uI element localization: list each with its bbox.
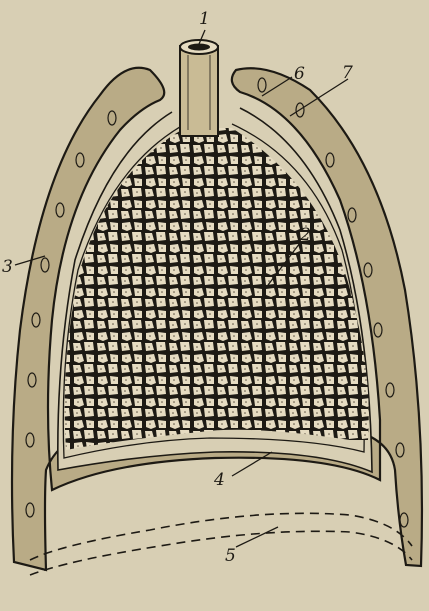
diaphragm-outline [30, 513, 412, 560]
label-2: 2 [299, 225, 311, 245]
trachea [180, 40, 218, 136]
diaphragm-outline-lower [30, 531, 412, 575]
label-1: 1 [199, 9, 210, 29]
label-5: 5 [225, 546, 236, 566]
label-3: 3 [2, 257, 13, 277]
label-7: 7 [342, 63, 353, 83]
label-6: 6 [294, 64, 305, 84]
leader-5 [236, 527, 278, 547]
label-4: 4 [213, 470, 225, 490]
